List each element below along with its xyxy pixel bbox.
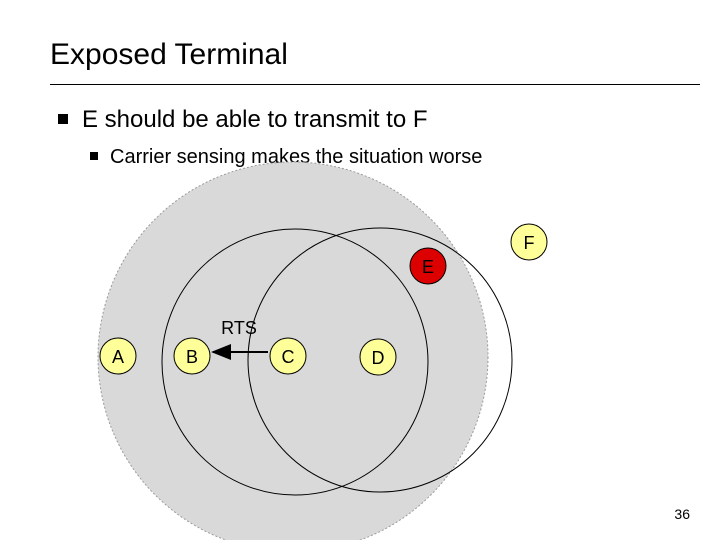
title-divider xyxy=(50,84,700,85)
node-a: A xyxy=(99,337,137,375)
range-circle-e xyxy=(247,227,513,493)
bullet-level-2-text: Carrier sensing makes the situation wors… xyxy=(110,146,483,168)
node-d-label: D xyxy=(372,348,385,368)
rts-label: RTS xyxy=(221,318,257,338)
node-b: B xyxy=(173,337,211,375)
node-c-label: C xyxy=(282,347,295,367)
bullet-level-1-text: E should be able to transmit to F xyxy=(82,106,428,133)
node-f-label: F xyxy=(524,233,535,253)
node-f: F xyxy=(510,223,548,261)
range-circle-b xyxy=(161,228,429,496)
node-e-label: E xyxy=(422,257,434,277)
bullet-level-2: Carrier sensing makes the situation wors… xyxy=(90,146,482,169)
bullet-level-1: E should be able to transmit to F xyxy=(58,106,428,134)
page-number: 36 xyxy=(674,506,690,522)
node-b-label: B xyxy=(186,347,198,367)
slide-title: Exposed Terminal xyxy=(50,38,288,71)
node-e: E xyxy=(409,247,447,285)
square-bullet-icon xyxy=(90,152,98,160)
node-c: C xyxy=(269,337,307,375)
node-a-label: A xyxy=(112,347,124,367)
node-d: D xyxy=(359,338,397,376)
square-bullet-icon xyxy=(58,114,68,124)
